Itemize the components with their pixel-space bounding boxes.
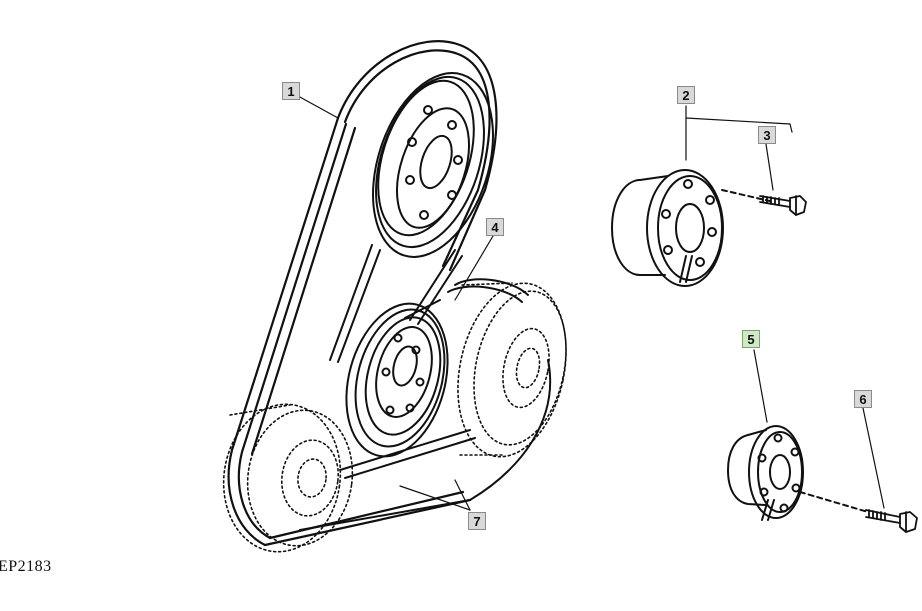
top-sheave <box>372 72 494 258</box>
callout-4: 4 <box>486 218 504 236</box>
lower-belt-run <box>299 429 476 531</box>
callout-3: 3 <box>758 126 776 144</box>
cap-screw-lower <box>865 509 918 533</box>
flanged-hub-upper <box>611 169 775 287</box>
leader-lines <box>297 95 885 511</box>
outer-belt <box>227 40 498 547</box>
right-belt-run <box>404 278 552 501</box>
callout-6: 6 <box>854 390 872 408</box>
phantom-right-pulley <box>457 282 567 458</box>
callout-5: 5 <box>742 330 760 348</box>
callout-1: 1 <box>282 82 300 100</box>
callout-2: 2 <box>677 86 695 104</box>
flanged-hub-lower <box>727 425 869 521</box>
callout-7: 7 <box>468 512 486 530</box>
figure-id: EP2183 <box>0 558 52 575</box>
phantom-left-pulley <box>222 403 354 553</box>
cap-screw-upper <box>759 195 807 216</box>
middle-sheave <box>345 302 449 458</box>
